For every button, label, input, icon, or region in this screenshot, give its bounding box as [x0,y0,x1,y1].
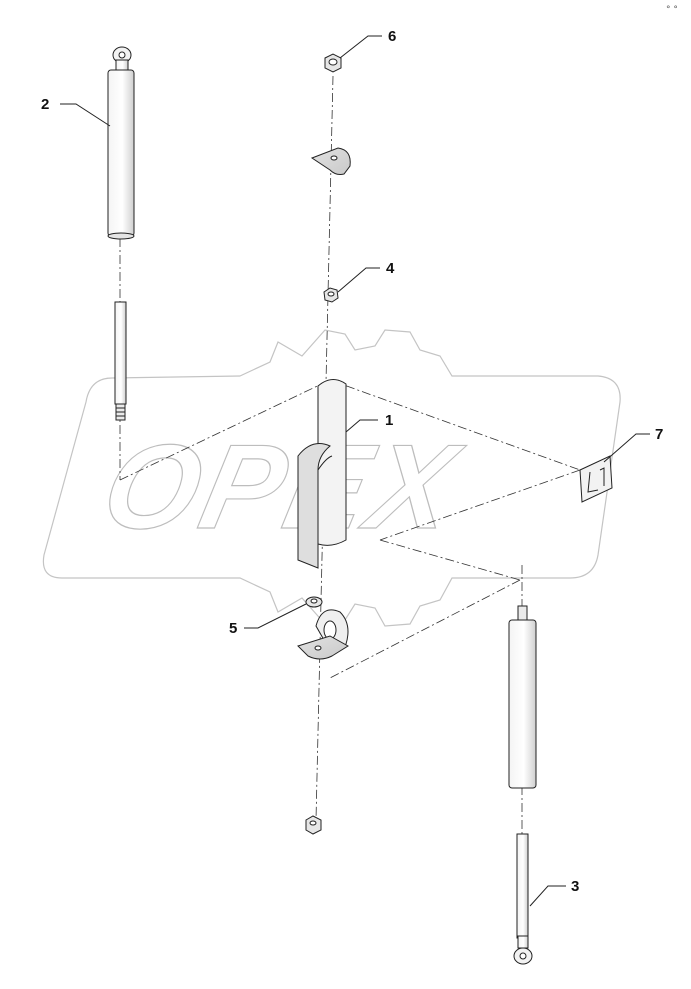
part-5-washer [305,596,323,608]
centerline-left-diagonal [119,379,331,481]
left-strut-body [107,69,135,237]
part-6-top-nut [324,53,342,73]
left-strut-piston-rod [114,301,127,405]
part-7-decal [579,455,613,503]
centerline-bottom-link [329,579,521,679]
part-3-right-strut-rod [513,833,533,965]
bottom-nut [305,815,322,835]
left-strut-eyelet-hole [118,51,126,59]
callout-3: 3 [571,878,579,895]
leader-7 [603,433,650,463]
upper-bracket-shape [310,147,351,175]
callout-7: 7 [655,426,663,443]
part-3-right-strut-cylinder [508,605,537,789]
decal-symbol [587,467,605,493]
bottom-nut-bore [309,820,317,826]
leader-6 [339,35,382,59]
washer-hole [310,598,318,604]
callout-1: 1 [385,412,393,429]
sleeve-back-panel [317,379,347,546]
upper-bracket-hole [330,155,338,161]
sleeve-inner-edge [317,455,333,471]
watermark-text: OPEX [92,419,472,553]
top-nut-bore [328,58,338,66]
right-strut-neck [517,935,529,949]
lower-bracket-base [297,635,349,660]
right-strut-body [508,619,537,789]
watermark-gear-outline [42,329,621,627]
lower-bracket-base-hole [314,645,322,651]
centerline-main-vertical [315,75,334,821]
centerline-upper-diagonal [329,379,581,471]
left-strut-bottom-cap [107,232,135,240]
lower-bracket-plate [297,609,349,660]
part-2-left-strut-cylinder [107,46,135,240]
part-2-left-strut-rod [114,301,127,421]
right-strut-piston-rod [516,833,529,939]
leader-5 [244,603,307,629]
callout-4: 4 [386,260,395,277]
middle-nut-bore [327,291,335,297]
leader-1 [345,419,378,433]
leader-3 [529,885,566,907]
corner-mark: ° ° [666,5,678,15]
callout-6: 6 [388,28,396,45]
leader-lines [60,35,650,907]
centerline-lower-diagonal [379,469,581,541]
callout-5: 5 [229,620,237,637]
centerline-right-link [379,539,521,581]
right-strut-eyelet-hole [519,952,527,960]
upper-bracket-plate [310,147,351,175]
left-strut-thread-lines [116,407,125,417]
callout-labels: 1 2 3 4 5 6 7 [41,28,663,895]
right-strut-top-thread [517,605,528,621]
part-1-sleeve [297,379,347,569]
callout-2: 2 [41,96,49,113]
leader-4 [337,267,380,293]
part-4-middle-nut [323,287,339,303]
watermark-logo: OPEX [42,329,621,627]
leader-2 [60,103,111,127]
